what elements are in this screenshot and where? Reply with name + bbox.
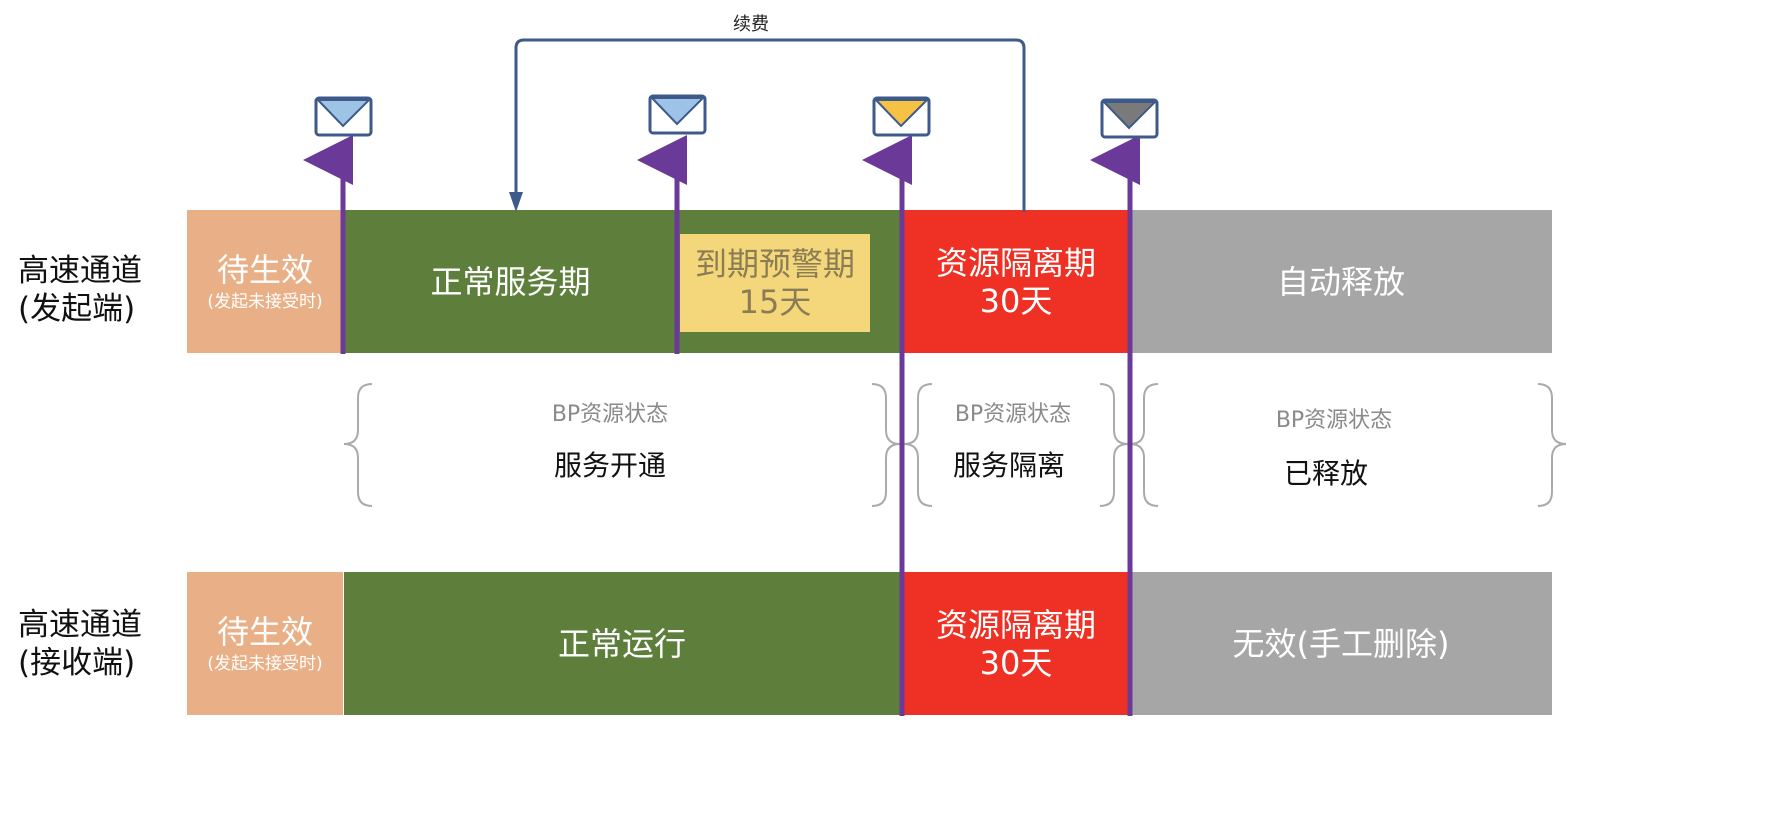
- envelope-icon-blue: [648, 94, 707, 135]
- envelope-icon-yellow: [872, 96, 931, 137]
- bp-state-value-2: 服务隔离: [952, 449, 1065, 482]
- sender-release-title: 自动释放: [1276, 262, 1405, 301]
- receiver-isolation-title: 资源隔离期: [935, 605, 1096, 644]
- milestone-arrows: [303, 135, 1140, 716]
- sender-row-label: 高速通道 (发起端): [18, 252, 158, 328]
- sender-pending-title: 待生效: [216, 250, 313, 289]
- receiver-pending-title: 待生效: [216, 612, 313, 651]
- sender-isolation-block: 资源隔离期 30天: [902, 210, 1130, 353]
- receiver-invalid-block: 无效(手工删除): [1130, 572, 1552, 715]
- bp-state-caption-3: BP资源状态: [1275, 408, 1393, 433]
- receiver-label-line1: 高速通道: [18, 607, 142, 643]
- renew-loop: [509, 38, 1026, 212]
- sender-isolation-days: 30天: [979, 281, 1053, 320]
- brace-right-2: [1099, 383, 1129, 507]
- receiver-pending-block: 待生效 (发起未接受时): [187, 572, 343, 715]
- receiver-invalid-title: 无效(手工删除): [1232, 624, 1450, 663]
- sender-label-line1: 高速通道: [18, 253, 142, 289]
- sender-warning-days: 15天: [738, 283, 812, 321]
- brace-right-1: [871, 383, 901, 507]
- bp-state-caption-1: BP资源状态: [551, 402, 669, 427]
- bp-state-caption-2: BP资源状态: [954, 402, 1072, 427]
- brace-left-2: [903, 383, 933, 507]
- sender-release-block: 自动释放: [1130, 210, 1552, 353]
- sender-warning-title: 到期预警期: [694, 245, 855, 283]
- sender-warning-block: 到期预警期 15天: [680, 234, 870, 332]
- receiver-normal-block: 正常运行: [344, 572, 900, 715]
- sender-normal-label-area: 正常服务期: [343, 210, 678, 353]
- bp-state-value-3: 已释放: [1283, 457, 1368, 490]
- receiver-row-label: 高速通道 (接收端): [18, 606, 158, 682]
- sender-pending-sub: (发起未接受时): [207, 291, 323, 312]
- renew-label: 续费: [733, 14, 769, 35]
- receiver-isolation-days: 30天: [979, 643, 1053, 682]
- brace-left-3: [1129, 383, 1159, 507]
- renew-arrowhead-icon: [509, 192, 523, 212]
- envelope-icon-blue: [314, 96, 373, 137]
- receiver-isolation-block: 资源隔离期 30天: [902, 572, 1130, 715]
- brace-left-1: [343, 383, 373, 507]
- sender-normal-title: 正常服务期: [430, 262, 591, 301]
- sender-pending-block: 待生效 (发起未接受时): [187, 210, 343, 353]
- brace-right-3: [1537, 383, 1567, 507]
- sender-label-line2: (发起端): [18, 291, 136, 327]
- receiver-pending-sub: (发起未接受时): [207, 653, 323, 674]
- bp-state-braces: [343, 383, 1567, 507]
- sender-isolation-title: 资源隔离期: [935, 243, 1096, 282]
- receiver-normal-title: 正常运行: [557, 624, 686, 663]
- receiver-label-line2: (接收端): [18, 645, 136, 681]
- bp-state-value-1: 服务开通: [553, 449, 666, 482]
- envelope-icon-gray: [1100, 98, 1159, 139]
